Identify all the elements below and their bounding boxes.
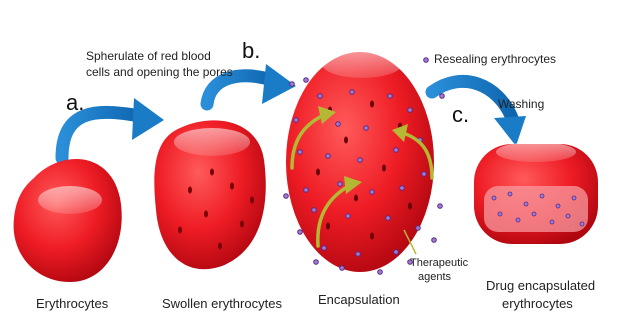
step-a-label: a. (66, 90, 84, 115)
stage-label-swollen: Swollen erythrocytes (162, 296, 282, 311)
step-a-desc-line2: cells and opening the pores (86, 65, 233, 79)
resealing-label: Resealing erythrocytes (434, 52, 556, 66)
drug-encapsulated-erythrocyte-cell (474, 142, 598, 244)
washing-label: Washing (498, 97, 544, 111)
step-b-label: b. (242, 38, 260, 63)
erythrocyte-cell (14, 159, 122, 282)
stage-label-encapsulation: Encapsulation (318, 292, 400, 307)
swollen-erythrocyte-cell (154, 120, 265, 269)
therapeutic-agents-line1: Therapeutic (410, 257, 469, 269)
step-c-label: c. (452, 102, 469, 127)
stage-label-erythrocytes: Erythrocytes (36, 296, 109, 311)
step-a-desc-line1: Spherulate of red blood (86, 49, 211, 63)
stage-label-drug-line2: erythrocytes (502, 296, 573, 311)
therapeutic-agents-line2: agents (418, 271, 452, 283)
arrow-c (432, 81, 526, 146)
stage-label-drug-line1: Drug encapsulated (486, 278, 595, 293)
